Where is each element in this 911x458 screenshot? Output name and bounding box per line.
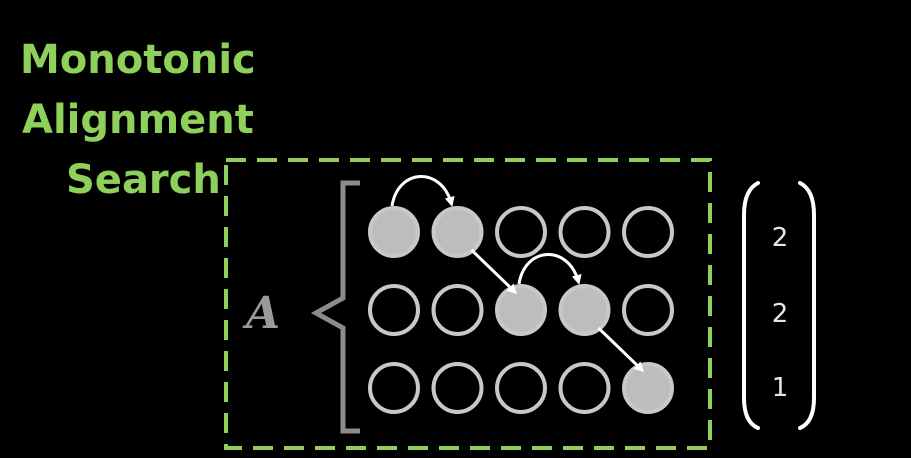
duration-value: 1 xyxy=(772,373,789,403)
unaligned-cell xyxy=(495,206,547,258)
path-arc-arrow xyxy=(390,175,455,207)
title-line-1: Monotonic xyxy=(20,37,256,83)
right-paren xyxy=(798,181,816,430)
matrix-bracket xyxy=(310,180,360,434)
title-line-2: Alignment xyxy=(22,97,254,143)
unaligned-cell xyxy=(558,362,611,414)
unaligned-cell xyxy=(495,362,547,414)
matrix-label: A xyxy=(242,288,280,339)
aligned-cell xyxy=(558,284,611,336)
unaligned-cell xyxy=(431,284,484,336)
alignment-path xyxy=(390,175,645,373)
title-line-3: Search xyxy=(66,157,221,203)
unaligned-cell xyxy=(368,284,420,336)
left-paren xyxy=(742,181,760,430)
duration-vector-brackets xyxy=(742,181,816,430)
duration-values: 2 2 1 xyxy=(772,223,789,403)
path-diagonal-arrow xyxy=(470,248,518,295)
alignment-grid xyxy=(368,206,674,414)
unaligned-cell xyxy=(622,206,674,258)
unaligned-cell xyxy=(622,284,674,336)
aligned-cell xyxy=(495,284,547,336)
aligned-cell xyxy=(368,206,420,258)
path-diagonal-arrow xyxy=(597,326,645,373)
search-frame xyxy=(224,158,712,450)
unaligned-cell xyxy=(431,362,484,414)
aligned-cell xyxy=(622,362,674,414)
title: Monotonic Alignment Search xyxy=(20,37,256,203)
duration-value: 2 xyxy=(772,223,789,253)
unaligned-cell xyxy=(368,362,420,414)
unaligned-cell xyxy=(558,206,611,258)
path-arc-arrow xyxy=(517,253,582,285)
duration-value: 2 xyxy=(772,299,789,329)
aligned-cell xyxy=(431,206,484,258)
